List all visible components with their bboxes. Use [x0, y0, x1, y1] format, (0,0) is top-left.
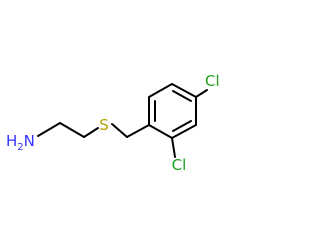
ring-bond-3 — [171, 83, 197, 98]
amine-h: H — [6, 132, 17, 150]
bond-c1-c2 — [59, 122, 85, 138]
molecule-structure: H2N S Cl Cl — [6, 72, 220, 174]
bond-n-c1 — [37, 122, 61, 137]
bond-c3-ring — [126, 124, 150, 138]
ring-double-inner-2 — [172, 90, 192, 102]
ring-double-inner-3 — [172, 120, 192, 132]
bond-ring-cl-para — [195, 89, 208, 98]
bond-ring-cl-ortho — [171, 137, 176, 158]
bond-c2-s — [83, 127, 99, 138]
chlorine-para-label: Cl — [205, 72, 220, 90]
ring-bond-2 — [148, 83, 173, 98]
ring-bond-5 — [171, 124, 197, 139]
amine-n: N — [24, 132, 35, 150]
bond-s-c3 — [111, 123, 128, 138]
amine-label: H2N — [6, 132, 35, 153]
amine-h-subscript: 2 — [17, 142, 23, 153]
chlorine-ortho-label: Cl — [172, 156, 187, 174]
ring-bond-6 — [148, 124, 173, 139]
bond-lines — [37, 83, 208, 158]
sulfur-label: S — [99, 116, 109, 134]
